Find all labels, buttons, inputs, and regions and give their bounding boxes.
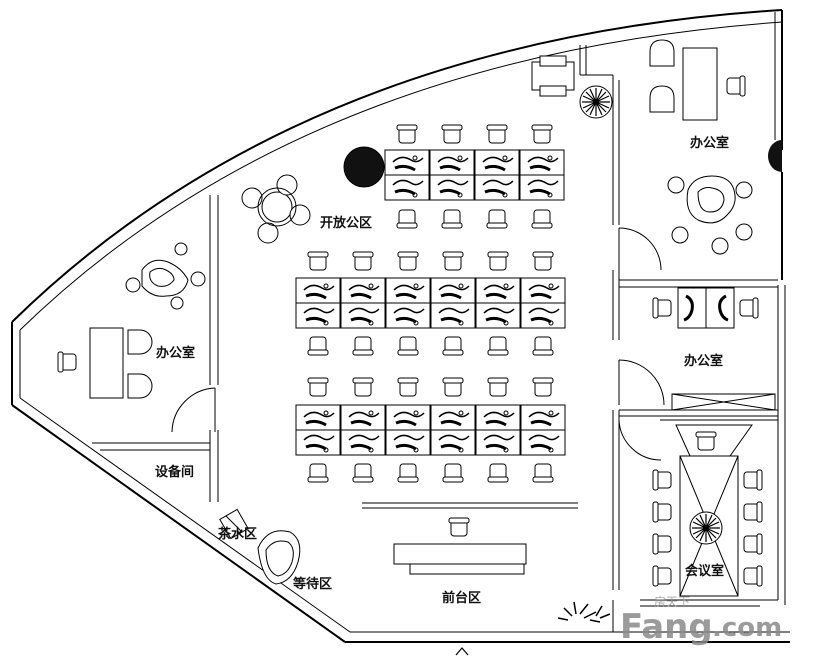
left-office-furniture — [57, 242, 206, 399]
desk-cluster-top — [383, 124, 566, 229]
label-open-office: 开放公区 — [320, 215, 372, 231]
top-right-office-furniture — [649, 39, 753, 255]
column-pillar-right — [768, 140, 782, 172]
waiting-sofa — [257, 530, 301, 585]
label-equipment-room: 设备间 — [155, 464, 194, 480]
printer-icon — [531, 55, 575, 97]
column-pillar — [343, 146, 385, 188]
label-meeting-room: 会议室 — [685, 563, 724, 579]
desk-cluster-bottom — [294, 377, 567, 483]
label-office-left: 办公室 — [156, 345, 195, 361]
doors — [171, 227, 665, 470]
building-walls — [11, 9, 790, 643]
entrance-arrow-icon — [455, 647, 469, 656]
round-table-lounge — [241, 174, 311, 244]
label-office-top-right: 办公室 — [690, 135, 729, 151]
label-waiting-area: 等待区 — [292, 576, 332, 592]
plant-pot-icon — [557, 601, 611, 623]
label-reception-area: 前台区 — [442, 590, 481, 606]
watermark-domain: .com — [712, 613, 782, 643]
plant-icon — [579, 85, 613, 119]
watermark-chinese: 房天下 — [654, 594, 690, 609]
reception-desk — [393, 517, 527, 575]
desk-cluster-middle — [294, 251, 567, 356]
tea-area-furniture — [219, 508, 249, 540]
label-tea-area: 茶水区 — [218, 526, 257, 542]
mid-right-office-furniture — [652, 287, 759, 329]
watermark-logo: 房天下 Fang .com — [620, 594, 782, 647]
watermark-brand: Fang — [620, 607, 713, 647]
plant-icon — [689, 511, 723, 545]
label-office-mid-right: 办公室 — [684, 353, 723, 369]
interior-walls — [92, 45, 778, 632]
